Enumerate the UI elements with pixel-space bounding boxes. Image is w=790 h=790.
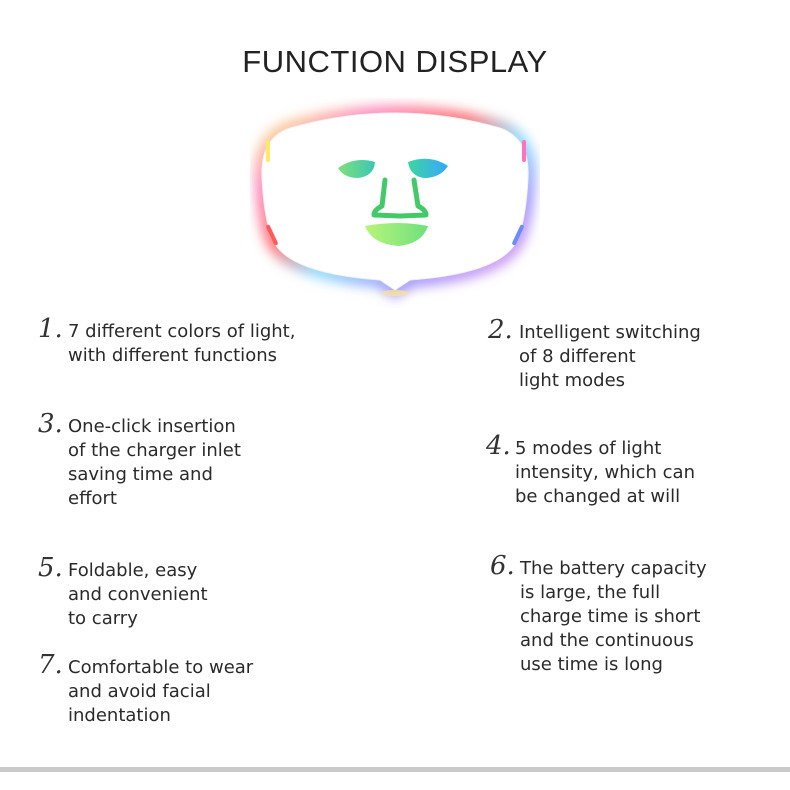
feature-text-line: and convenient <box>68 584 208 605</box>
feature-1: 1. 7 different colors of light, with dif… <box>38 314 296 368</box>
bottom-divider <box>0 767 790 772</box>
feature-text-line: 5 modes of light <box>515 438 662 459</box>
feature-text-line: be changed at will <box>515 486 681 507</box>
feature-number: 1. <box>38 314 63 344</box>
feature-7: 7. Comfortable to wear and avoid facial … <box>38 650 254 728</box>
feature-text-line: and avoid facial <box>68 681 211 702</box>
feature-4: 4. 5 modes of light intensity, which can… <box>486 431 695 509</box>
feature-number: 3. <box>38 409 63 439</box>
feature-text-line: with different functions <box>68 345 277 366</box>
feature-text-line: 7 different colors of light, <box>68 321 296 342</box>
feature-text-line: is large, the full <box>520 582 661 603</box>
feature-number: 5. <box>38 553 63 583</box>
led-face-mask-icon <box>250 98 540 308</box>
feature-text-line: Intelligent switching <box>519 322 701 343</box>
feature-text-line: saving time and <box>68 464 213 485</box>
feature-text-line: and the continuous <box>520 630 694 651</box>
feature-6: 6. The battery capacity is large, the fu… <box>490 551 707 677</box>
page-title: FUNCTION DISPLAY <box>242 44 548 79</box>
feature-number: 6. <box>490 551 515 581</box>
feature-text-line: intensity, which can <box>515 462 695 483</box>
feature-number: 7. <box>38 650 63 680</box>
feature-text-line: use time is long <box>520 654 663 675</box>
feature-2: 2. Intelligent switching of 8 different … <box>488 315 701 393</box>
feature-text-line: One-click insertion <box>68 416 236 437</box>
feature-text-line: Comfortable to wear <box>68 657 254 678</box>
feature-text-line: light modes <box>519 370 626 391</box>
feature-5: 5. Foldable, easy and convenient to carr… <box>38 553 208 631</box>
feature-text-line: The battery capacity <box>520 558 707 579</box>
feature-text-line: Foldable, easy <box>68 560 198 581</box>
feature-text-line: effort <box>68 488 117 509</box>
feature-number: 4. <box>486 431 511 461</box>
feature-text-line: of 8 different <box>519 346 636 367</box>
feature-3: 3. One-click insertion of the charger in… <box>38 409 241 511</box>
feature-text-line: of the charger inlet <box>68 440 241 461</box>
feature-text-line: to carry <box>68 608 138 629</box>
feature-number: 2. <box>488 315 513 345</box>
feature-text-line: charge time is short <box>520 606 701 627</box>
feature-text-line: indentation <box>68 705 171 726</box>
